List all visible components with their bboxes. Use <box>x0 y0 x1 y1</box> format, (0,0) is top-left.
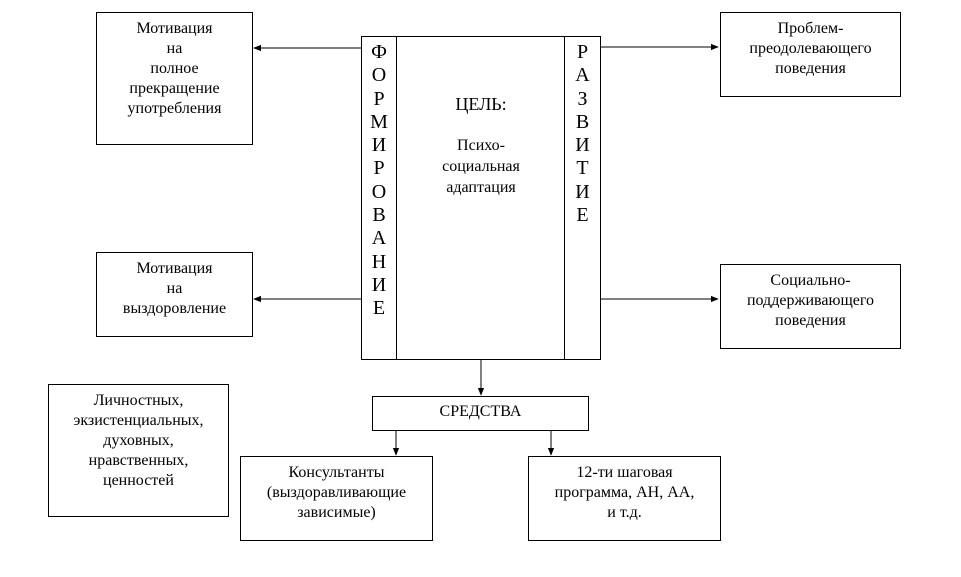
central-block: Ф О Р М И Р О В А Н И Е Р А З В И Т И Е … <box>361 36 601 360</box>
formation-vertical-text: Ф О Р М И Р О В А Н И Е <box>370 41 388 320</box>
motivation-stop-text: Мотивация на полное прекращение употребл… <box>127 20 222 117</box>
consultants-text: Консультанты (выздоравливающие зависимые… <box>266 464 407 521</box>
goal-label: ЦЕЛЬ: <box>455 94 507 114</box>
development-vertical-text: Р А З В И Т И Е <box>575 41 590 227</box>
motivation-recovery-text: Мотивация на выздоровление <box>122 260 227 317</box>
goal-text: Психо- социальная адаптация <box>442 137 520 196</box>
problem-overcoming-box: Проблем- преодолевающего поведения <box>720 12 901 97</box>
program-box: 12-ти шаговая программа, АН, АА, и т.д. <box>528 456 721 541</box>
social-support-text: Социально- поддерживающего поведения <box>746 272 875 329</box>
motivation-recovery-box: Мотивация на выздоровление <box>96 252 253 337</box>
problem-overcoming-text: Проблем- преодолевающего поведения <box>749 20 872 77</box>
consultants-box: Консультанты (выздоравливающие зависимые… <box>240 456 433 541</box>
social-support-box: Социально- поддерживающего поведения <box>720 264 901 349</box>
motivation-stop-box: Мотивация на полное прекращение употребл… <box>96 12 253 145</box>
formation-column <box>362 37 397 359</box>
values-text: Личностных, экзистенциальных, духовных, … <box>73 392 204 489</box>
means-box: СРЕДСТВА <box>372 396 589 431</box>
means-text: СРЕДСТВА <box>439 403 522 420</box>
development-column <box>564 37 600 359</box>
values-box: Личностных, экзистенциальных, духовных, … <box>48 384 229 517</box>
program-text: 12-ти шаговая программа, АН, АА, и т.д. <box>554 464 695 521</box>
